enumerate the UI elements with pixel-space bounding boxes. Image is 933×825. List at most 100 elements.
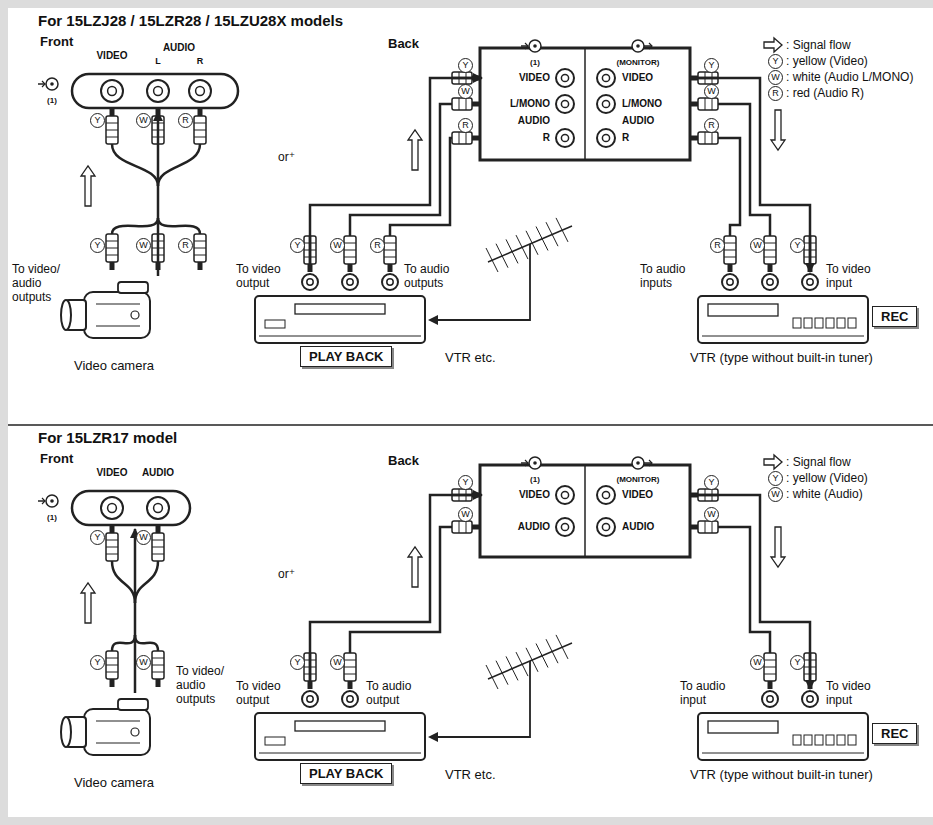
- drawing-part: [84, 292, 150, 338]
- drawing-part: [762, 691, 778, 707]
- drawing-part: [106, 116, 118, 144]
- drawing-part: [556, 635, 568, 659]
- drawing-part: [198, 108, 203, 116]
- drawing-part: [459, 132, 460, 144]
- drawing-part: [46, 78, 58, 90]
- drawing-part: [106, 672, 118, 673]
- drawing-part: [50, 499, 54, 503]
- drawing-part: [525, 460, 528, 466]
- drawing-part: [110, 525, 115, 533]
- plug-color-code: R: [178, 238, 193, 253]
- drawing-part: [158, 218, 200, 234]
- front-jack-panel: VIDEOAUDIO: [30, 457, 245, 529]
- drawing-part: [384, 250, 396, 251]
- drawing-part: [762, 274, 778, 290]
- node-text: (1): [530, 475, 540, 484]
- node-text: Video camera: [74, 775, 154, 790]
- plug-color-code: Y: [290, 655, 305, 670]
- plug-color-code: W: [458, 84, 473, 99]
- node-text: VIDEO: [519, 72, 550, 83]
- drawing-part: [764, 38, 782, 52]
- drawing-part: [764, 243, 776, 244]
- plug-color-code: Y: [790, 238, 805, 253]
- drawing-part: [533, 461, 537, 465]
- plug-color-code: Y: [90, 655, 105, 670]
- drawing-part: [42, 498, 45, 504]
- drawing-part: [708, 721, 778, 733]
- drawing-part: [265, 737, 285, 745]
- monitor-output-terminal: (MONITOR)VIDEOAUDIO: [586, 467, 690, 555]
- drawing-part: [344, 236, 356, 264]
- node-text: For 15LZJ28 / 15LZR28 / 15LZU28X models: [38, 12, 343, 29]
- drawing-part: [108, 504, 117, 513]
- drawing-part: [194, 255, 206, 256]
- drawing-part: [718, 527, 770, 653]
- drawing-part: [496, 244, 508, 268]
- drawing-part: [815, 318, 823, 328]
- plug-color-code: Y: [704, 475, 719, 490]
- cable-connector: [310, 78, 482, 272]
- drawing-part: [106, 540, 118, 541]
- drawing-part: [112, 561, 135, 603]
- drawing-part: [602, 134, 609, 141]
- drawing-part: [302, 691, 318, 707]
- drawing-part: [344, 674, 356, 675]
- drawing-part: [764, 257, 776, 258]
- drawing-part: [597, 95, 615, 113]
- node-text: R: [197, 56, 204, 66]
- drawing-part: [525, 43, 528, 49]
- drawing-part: [771, 110, 785, 150]
- drawing-part: [486, 665, 498, 689]
- drawing-part: [344, 257, 356, 258]
- drawing-part: [597, 129, 615, 147]
- drawing-part: [452, 98, 472, 110]
- drawing-part: [597, 518, 615, 536]
- drawing-part: [106, 547, 118, 548]
- drawing-part: [718, 138, 740, 236]
- drawing-part: [561, 100, 568, 107]
- label: To video output: [236, 679, 298, 707]
- input-terminal: (1)VIDEOL/MONOAUDIOR: [482, 50, 584, 158]
- drawing-part: [561, 134, 568, 141]
- drawing-part: [768, 681, 773, 689]
- node-text: R: [622, 132, 629, 143]
- drawing-part: [702, 753, 864, 754]
- drawing-part: [718, 104, 770, 236]
- drawing-part: [727, 279, 733, 285]
- drawing-part: [106, 665, 118, 666]
- drawing-part: [546, 639, 558, 663]
- drawing-part: [342, 274, 358, 290]
- drawing-part: [344, 667, 356, 668]
- drawing-part: [131, 311, 139, 319]
- label: To video output: [236, 262, 298, 290]
- drawing-part: [147, 497, 169, 519]
- drawing-part: [347, 696, 353, 702]
- drawing-part: [807, 696, 813, 702]
- plug-color-code: W: [704, 84, 719, 99]
- label: To audio outputs: [404, 262, 466, 290]
- drawing-part: [106, 255, 118, 256]
- drawing-part: [561, 523, 568, 530]
- drawing-part: [764, 455, 782, 469]
- drawing-part: [486, 248, 498, 272]
- drawing-part: [344, 243, 356, 244]
- drawing-part: [152, 533, 164, 561]
- monitor-output-terminal: (MONITOR)VIDEOL/MONOAUDIOR: [586, 50, 690, 158]
- drawing-part: [764, 674, 776, 675]
- drawing-part: [546, 222, 558, 246]
- legend-text: : yellow (Video): [786, 471, 868, 485]
- drawing-part: [96, 303, 140, 304]
- drawing-part: [632, 457, 644, 469]
- drawing-part: [767, 279, 773, 285]
- drawing-part: [724, 257, 736, 258]
- drawing-part: [708, 304, 778, 316]
- drawing-part: [156, 525, 161, 533]
- label: To audio inputs: [640, 262, 706, 290]
- plug-color-code: W: [330, 238, 345, 253]
- legend-text: : yellow (Video): [786, 54, 868, 68]
- node-text: (MONITOR): [617, 58, 660, 67]
- drawing-part: [96, 325, 140, 326]
- drawing-part: [705, 98, 706, 110]
- drawing-part: [712, 521, 713, 533]
- drawing-part: [436, 244, 530, 320]
